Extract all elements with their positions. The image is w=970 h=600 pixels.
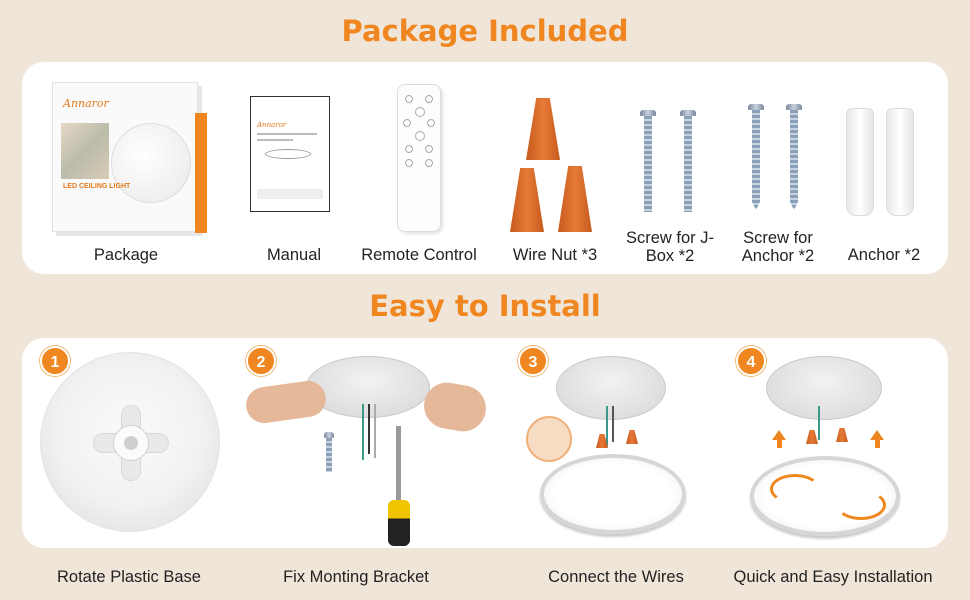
step-2-caption: Fix Monting Bracket: [283, 568, 429, 586]
wire-nut-icon: [806, 430, 818, 444]
wire-line: [368, 404, 370, 454]
wire-nut-icon: [596, 434, 608, 448]
remote-control-caption: Remote Control: [361, 246, 477, 264]
remote-button: [425, 159, 433, 167]
manual-image: Annaror: [250, 96, 330, 212]
anchor-screw-caption: Screw for Anchor *2: [741, 229, 815, 265]
step-4-caption: Quick and Easy Installation: [733, 568, 933, 586]
remote-button: [403, 119, 411, 127]
ceiling-lamp-image: [540, 454, 686, 534]
manual-caption: Manual: [266, 246, 322, 264]
box-led-text: LED CEILING LIGHT: [63, 183, 131, 190]
anchor-caption: Anchor *2: [847, 246, 921, 264]
screwdriver-shaft: [396, 426, 401, 502]
remote-button: [425, 95, 433, 103]
rotate-arrow-icon: [836, 490, 886, 520]
anchor-icon: [846, 108, 874, 216]
manual-text-line: [257, 139, 293, 141]
remote-button: [427, 119, 435, 127]
remote-button: [405, 145, 413, 153]
manual-lamp-drawing: [265, 149, 311, 159]
rotate-arrow-icon: [770, 474, 820, 504]
mounting-bracket-image: [556, 356, 666, 420]
wire-nut-icon: [626, 430, 638, 444]
remote-button: [425, 145, 433, 153]
wire-line: [362, 404, 364, 460]
screwdriver-icon: [388, 500, 410, 546]
remote-button: [415, 107, 425, 117]
wire-nut-icon: [836, 428, 848, 442]
remote-button: [405, 95, 413, 103]
jbox-screw-caption: Screw for J-Box *2: [625, 229, 714, 265]
step-4-badge: 4: [736, 346, 766, 376]
wire-nut-caption: Wire Nut *3: [512, 246, 598, 264]
remote-button: [415, 131, 425, 141]
wire-line: [374, 404, 376, 458]
box-orange-strip: [195, 113, 207, 233]
wire-line: [612, 406, 614, 442]
step-2-badge: 2: [246, 346, 276, 376]
step-1-badge: 1: [40, 346, 70, 376]
twist-wire-inset-icon: [526, 416, 572, 462]
mounting-bracket-image: [766, 356, 882, 420]
package-included-title: Package Included: [341, 14, 629, 48]
manual-brand-logo: Annaror: [257, 121, 287, 129]
arrow-up-icon: [870, 430, 884, 440]
manual-text-line: [257, 133, 317, 135]
wire-line: [606, 406, 608, 446]
easy-to-install-title: Easy to Install: [369, 289, 601, 323]
step-1-caption: Rotate Plastic Base: [57, 568, 201, 586]
plastic-base-image: [40, 352, 220, 532]
arrow-up-icon: [777, 440, 782, 448]
step-3-caption: Connect the Wires: [548, 568, 684, 586]
wire-line: [818, 406, 820, 440]
manual-icon-row: [257, 189, 323, 199]
step-3-badge: 3: [518, 346, 548, 376]
arrow-up-icon: [875, 440, 880, 448]
anchor-icon: [886, 108, 914, 216]
box-side-photo: [61, 123, 109, 179]
box-brand-logo: Annaror: [63, 97, 109, 110]
remote-button: [405, 159, 413, 167]
ceiling-light-disc: [111, 123, 191, 203]
arrow-up-icon: [772, 430, 786, 440]
package-box-image: Annaror LED CEILING LIGHT: [52, 82, 207, 233]
remote-control-image: [397, 84, 441, 232]
ceiling-lamp-image: [750, 456, 900, 536]
package-caption: Package: [93, 246, 159, 264]
